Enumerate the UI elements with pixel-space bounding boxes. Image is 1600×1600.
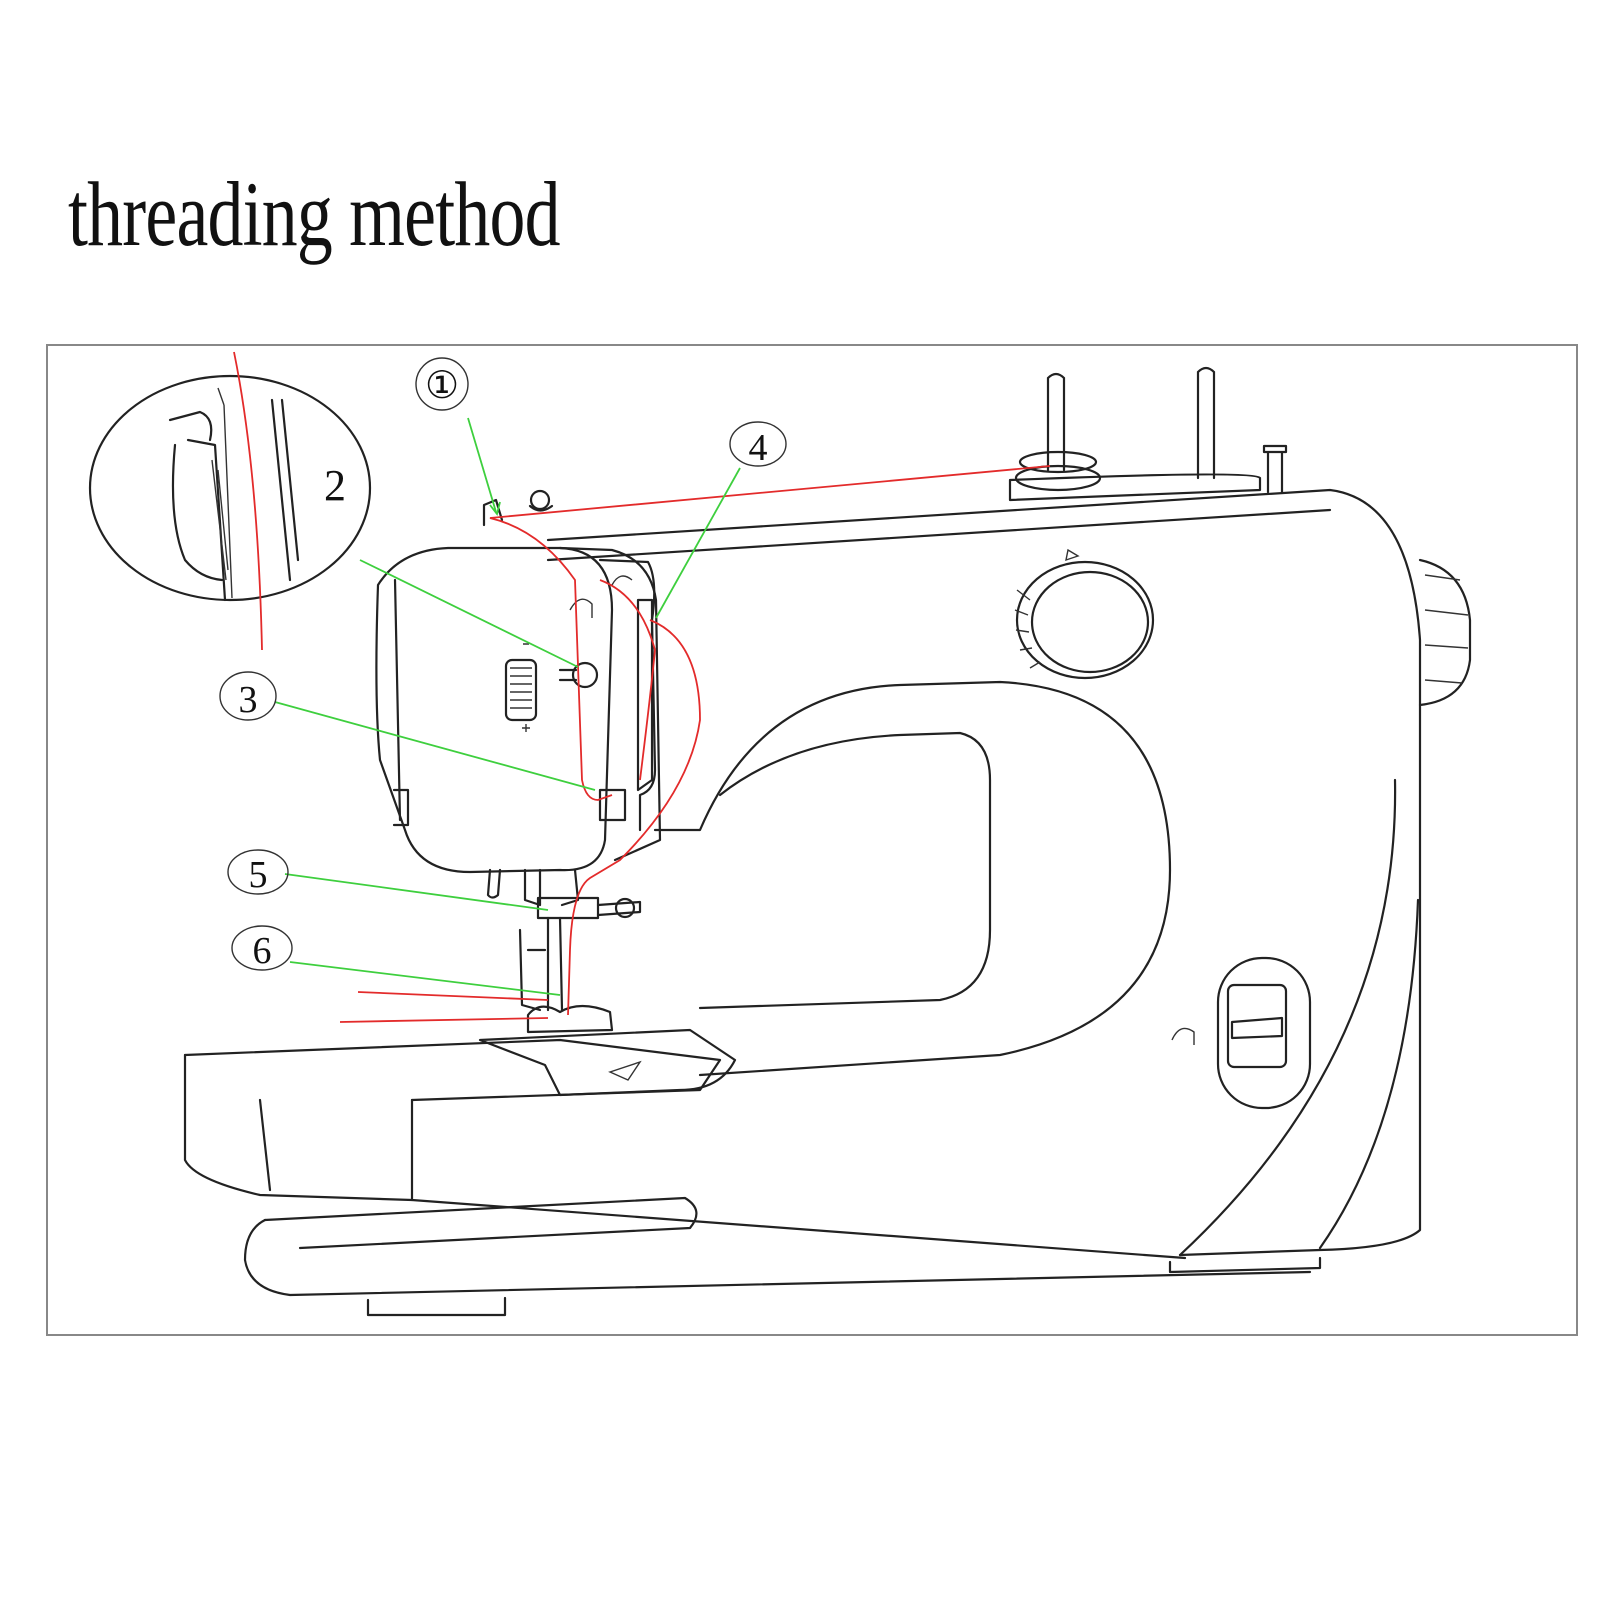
inset-step-2-label: 2 xyxy=(324,461,346,510)
step-3-label: 3 xyxy=(239,679,258,721)
step-5-pointer xyxy=(284,873,549,911)
step-4-badge xyxy=(729,421,787,467)
machine-body xyxy=(183,366,1472,1317)
step-1-badge xyxy=(415,357,469,411)
step-3-pointer xyxy=(274,701,596,791)
thread-path xyxy=(339,465,1051,1023)
machine-head xyxy=(375,489,662,1034)
step-2-pointer xyxy=(359,559,579,668)
step-3-badge xyxy=(219,671,277,721)
step-6-pointer xyxy=(289,961,561,996)
step-5-label: 5 xyxy=(249,854,268,896)
diagram-frame xyxy=(46,344,1578,1336)
detail-inset: 2 xyxy=(88,351,372,651)
step-1-pointer xyxy=(467,417,497,513)
step-6-badge xyxy=(231,925,293,971)
step-5-badge xyxy=(227,849,289,895)
page-title: threading method xyxy=(68,163,560,265)
step-6-label: 6 xyxy=(253,930,272,972)
step-4-pointer xyxy=(655,467,741,619)
step-4-label: 4 xyxy=(749,427,768,469)
step-callouts: ① 3 4 5 6 xyxy=(219,357,787,996)
step-1-label: ① xyxy=(425,365,459,407)
